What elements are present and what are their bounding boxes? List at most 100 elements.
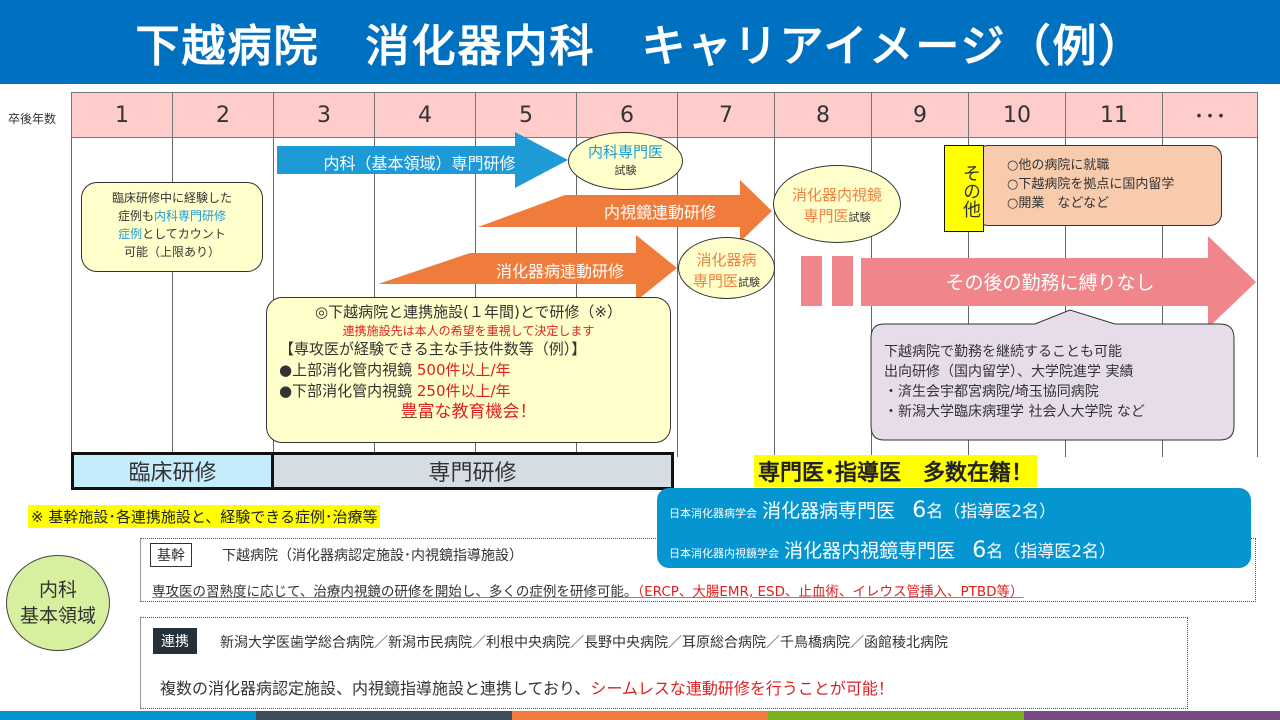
gastro-exam-ellipse: 消化器病 専門医試験 (678, 237, 775, 299)
year-cell: 8 (774, 92, 872, 138)
specialist-row: 日本消化器病学会 消化器病専門医 6名（指導医2名） (669, 496, 1056, 523)
year-cell: 3 (273, 92, 375, 138)
grid-line (172, 138, 173, 457)
timeline-grid: 1 2 3 4 5 6 7 8 9 10 11 ･･･ (71, 92, 1258, 457)
gastro-arrow-label: 消化器病連動研修 (495, 262, 624, 281)
grid-line (677, 138, 678, 457)
domain-line: 基本領域 (19, 605, 96, 627)
pink-bar (832, 256, 853, 306)
bottom-bar-segment (0, 711, 256, 720)
domain-line: 内科 (38, 579, 77, 601)
other-label: その他 (944, 145, 984, 232)
endoscopy-exam-title-1: 消化器内視鏡 (791, 186, 882, 204)
year-cell: 6 (576, 92, 678, 138)
specialist-count: 6 (912, 498, 927, 523)
other-box: ○他の病院に就職 ○下越病院を拠点に国内留学 ○開業 などなど (976, 145, 1222, 226)
bottom-bar-segment (512, 711, 768, 720)
partner-desc-text: 複数の消化器病認定施設、内視鏡指導施設と連携しており、 (160, 679, 591, 698)
specialists-banner: 日本消化器病学会 消化器病専門医 6名（指導医2名） 日本消化器内視鏡学会 消化… (657, 488, 1251, 568)
endoscopy-exam-ellipse: 消化器内視鏡 専門医試験 (773, 165, 901, 243)
gastro-exam-title-2: 専門医 (692, 272, 738, 290)
grid-line (71, 138, 72, 457)
naika-exam-ellipse: 内科専門医 試験 (568, 132, 683, 190)
training-box: ◎下越病院と連携施設(１年間)とで研修（※） 連携施設先は本人の希望を重視して決… (266, 297, 671, 443)
endoscopy-arrow (478, 180, 772, 242)
other-item: ○他の病院に就職 (1007, 158, 1110, 173)
specialist-count: 6 (972, 538, 987, 563)
year-cell: 7 (677, 92, 775, 138)
clinical-note-text: としてカウント (142, 227, 226, 241)
endoscopy-exam-suffix: 試験 (848, 211, 871, 224)
naika-arrow-label: 内科（基本領域）専門研修 (323, 154, 516, 173)
procedure-name: ●下部消化管内視鏡 (279, 382, 417, 400)
page-title: 下越病院 消化器内科 キャリアイメージ（例） (0, 0, 1280, 84)
after-line: ・済生会宇都宮病院/埼玉協同病院 (884, 384, 1099, 400)
training-line: 豊富な教育機会！ (400, 402, 537, 422)
endoscopy-arrow-label: 内視鏡連動研修 (603, 203, 716, 222)
core-tag: 基幹 (150, 543, 192, 567)
procedure-count: 250件以上/年 (416, 382, 511, 400)
year-row-label: 卒後年数 (8, 112, 57, 126)
other-item: ○下越病院を拠点に国内留学 (1007, 177, 1175, 192)
year-cell: 5 (475, 92, 577, 138)
specialist-unit: 名（指導医2名） (986, 542, 1117, 562)
partner-tag: 連携 (153, 628, 197, 654)
specialist-title: 消化器病専門医 (762, 500, 896, 522)
grid-line (774, 138, 775, 457)
clinical-note-text: 症例も (117, 209, 154, 223)
phase-specialty: 専門研修 (271, 452, 674, 490)
core-facility: 下越病院（消化器病認定施設･内視鏡指導施設） (222, 548, 523, 564)
clinical-note-box: 臨床研修中に経験した 症例も内科専門研修 症例としてカウント 可能（上限あり） (81, 182, 263, 272)
bottom-bar-segment (768, 711, 1024, 720)
partner-desc-highlight: シームレスな連動研修を行うことが可能！ (590, 679, 894, 698)
clinical-note-highlight: 症例 (118, 227, 143, 241)
year-cell: 11 (1065, 92, 1163, 138)
year-cell: 4 (374, 92, 476, 138)
clinical-note-line: 臨床研修中に経験した (111, 191, 232, 205)
procedure-name: ●上部消化管内視鏡 (279, 361, 417, 379)
after-line: 出向研修（国内留学）、大学院進学 実績 (884, 364, 1134, 380)
clinical-note-highlight: 内科専門研修 (154, 209, 227, 223)
training-line: 【専攻医が経験できる主な手技件数等（例）】 (279, 340, 587, 358)
endoscopy-exam-title-2: 専門医 (803, 207, 849, 225)
training-line: 連携施設先は本人の希望を重視して決定します (342, 324, 595, 338)
training-line: ◎下越病院と連携施設(１年間)とで研修（※） (315, 303, 622, 321)
specialist-unit: 名（指導医2名） (926, 502, 1057, 522)
grid-line (1257, 138, 1258, 457)
year-cell: 9 (871, 92, 969, 138)
after-arrow-label: その後の勤務に縛りなし (945, 272, 1155, 294)
after-box-shape (870, 309, 1235, 441)
pink-bar (801, 256, 822, 306)
society-name: 日本消化器病学会 (669, 507, 757, 520)
domain-circle: 内科 基本領域 (6, 555, 110, 651)
procedure-count: 500件以上/年 (416, 361, 511, 379)
clinical-note-line: 可能（上限あり） (123, 245, 220, 259)
society-name: 日本消化器内視鏡学会 (669, 547, 779, 560)
partner-section (140, 617, 1188, 709)
year-cell: 10 (968, 92, 1066, 138)
bottom-bar-segment (1024, 711, 1280, 720)
specialists-headline: 専門医･指導医 多数在籍！ (754, 455, 1038, 487)
core-desc-procedures: （ERCP、大腸EMR, ESD、止血術、イレウス管挿入、PTBD等） (637, 584, 1024, 600)
partner-facilities: 新潟大学医歯学総合病院／新潟市民病院／利根中央病院／長野中央病院／耳原総合病院／… (220, 635, 948, 651)
bottom-bar-segment (256, 711, 512, 720)
specialist-row: 日本消化器内視鏡学会 消化器内視鏡専門医 6名（指導医2名） (669, 536, 1116, 563)
year-cell: ･･･ (1162, 92, 1258, 138)
facilities-note: ※ 基幹施設･各連携施設と、経験できる症例･治療等 (28, 505, 381, 528)
naika-exam-title: 内科専門医 (587, 143, 663, 161)
after-box-text: 下越病院で勤務を継続することも可能 出向研修（国内留学）、大学院進学 実績 ・済… (884, 342, 1145, 422)
other-item: ○開業 などなど (1007, 196, 1110, 211)
grid-line (273, 138, 274, 457)
core-description: 専攻医の習熟度に応じて、治療内視鏡の研修を開始し、多くの症例を研修可能。（ERC… (152, 580, 1024, 600)
year-cell: 1 (71, 92, 173, 138)
after-arrow (861, 236, 1256, 328)
after-line: ・新潟大学臨床病理学 社会人大学院 など (884, 404, 1145, 420)
core-desc-text: 専攻医の習熟度に応じて、治療内視鏡の研修を開始し、多くの症例を研修可能。 (152, 584, 638, 600)
naika-arrow (277, 132, 568, 188)
after-line: 下越病院で勤務を継続することも可能 (884, 344, 1122, 360)
gastro-exam-suffix: 試験 (738, 276, 760, 289)
naika-exam-suffix: 試験 (614, 164, 637, 177)
gastro-arrow (378, 235, 677, 301)
year-cell: 2 (172, 92, 274, 138)
